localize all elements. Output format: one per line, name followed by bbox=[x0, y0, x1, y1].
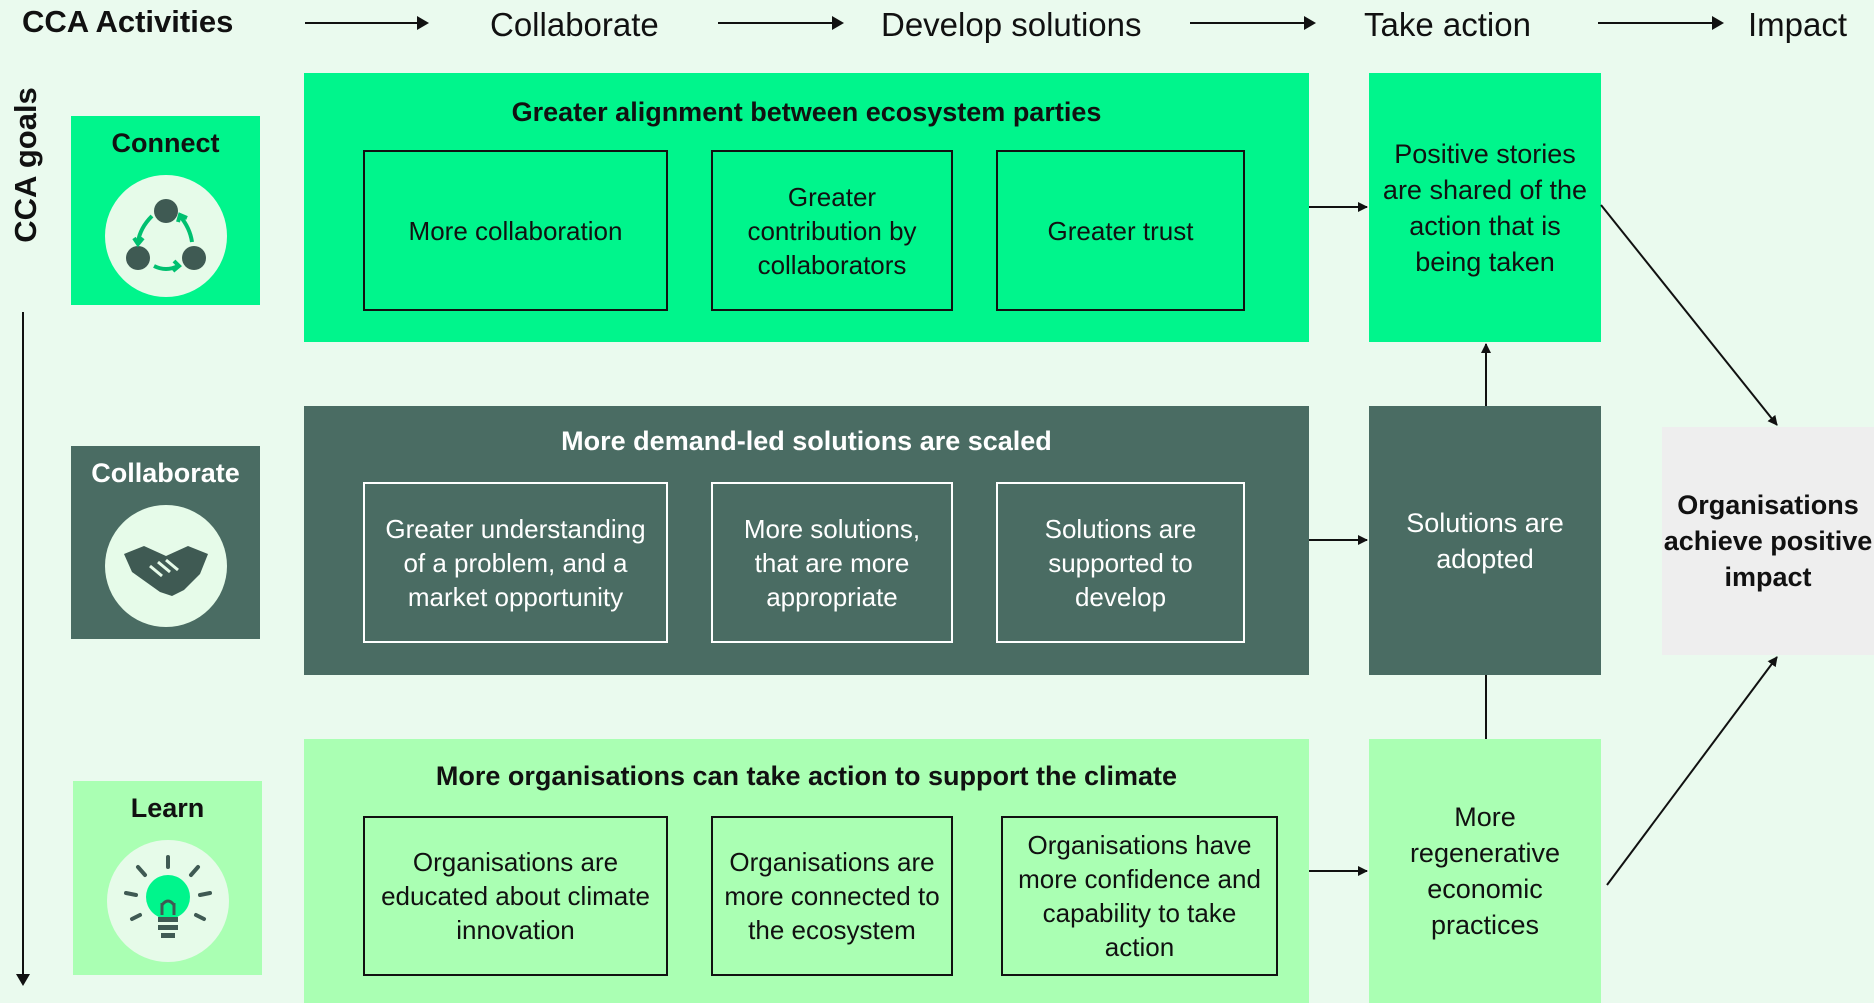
outcome-box: Organisations are educated about climate… bbox=[363, 816, 668, 976]
band-alignment: Greater alignment between ecosystem part… bbox=[304, 73, 1309, 342]
outcome-regenerative-practices: More regenerative economic practices bbox=[1369, 739, 1601, 1003]
outcome-box: Greater trust bbox=[996, 150, 1245, 311]
step-impact: Impact bbox=[1748, 6, 1848, 43]
outcome-box: Greater understanding of a problem, and … bbox=[363, 482, 668, 643]
step-develop-solutions: Develop solutions bbox=[881, 6, 1142, 43]
impact-box: Organisations achieve positive impact bbox=[1662, 427, 1874, 655]
header-arrow bbox=[718, 16, 844, 30]
band-solutions: More demand-led solutions are scaled Gre… bbox=[304, 406, 1309, 675]
goal-label: Learn bbox=[130, 793, 205, 823]
outcome-box: More solutions, that are more appropriat… bbox=[711, 482, 953, 643]
handshake-icon bbox=[104, 505, 227, 627]
connect-cycle-icon bbox=[104, 175, 227, 297]
outcome-box: Organisations have more confidence and c… bbox=[1001, 816, 1278, 976]
step-take-action: Take action bbox=[1364, 6, 1531, 43]
goal-label: Connect bbox=[111, 128, 220, 158]
outcome-solutions-adopted: Solutions are adopted bbox=[1369, 406, 1601, 675]
header-arrow bbox=[305, 16, 429, 30]
goal-label: Collaborate bbox=[91, 458, 240, 488]
band-climate-action: More organisations can take action to su… bbox=[304, 739, 1309, 1003]
band-title: More organisations can take action to su… bbox=[435, 761, 1178, 791]
band-title: More demand-led solutions are scaled bbox=[561, 426, 1052, 456]
outcome-box: Solutions are supported to develop bbox=[996, 482, 1245, 643]
step-collaborate: Collaborate bbox=[490, 6, 659, 43]
outcome-box: Greater contribution by collaborators bbox=[711, 150, 953, 311]
band-title: Greater alignment between ecosystem part… bbox=[511, 97, 1102, 127]
outcome-box: More collaboration bbox=[363, 150, 668, 311]
lightbulb-icon bbox=[106, 840, 229, 962]
goal-card-learn: Learn bbox=[73, 781, 262, 975]
outcome-positive-stories: Positive stories are shared of the actio… bbox=[1369, 73, 1601, 342]
header-arrow bbox=[1190, 16, 1316, 30]
outcome-box: Organisations are more connected to the … bbox=[711, 816, 953, 976]
goals-axis-arrow bbox=[16, 312, 30, 986]
goal-card-collaborate: Collaborate bbox=[71, 446, 260, 639]
goal-card-connect: Connect bbox=[71, 116, 260, 305]
diagram-title: CCA Activities bbox=[22, 4, 234, 39]
header-arrow bbox=[1598, 16, 1724, 30]
